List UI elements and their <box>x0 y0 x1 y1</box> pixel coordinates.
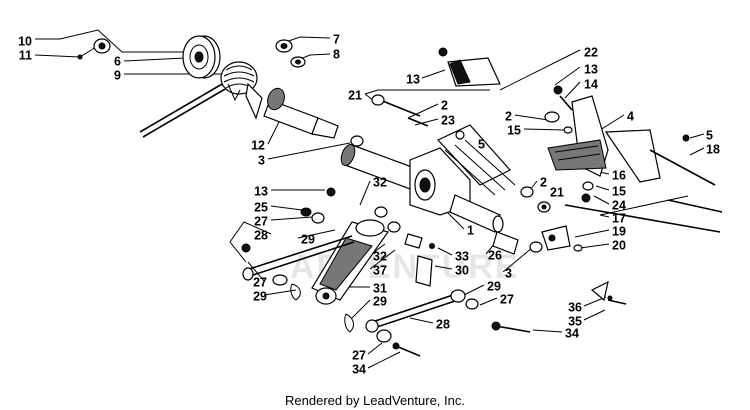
callout-10: 10 <box>18 34 32 48</box>
callout-31: 31 <box>373 281 387 295</box>
callout-29: 29 <box>253 289 267 303</box>
callout-32: 32 <box>373 175 387 189</box>
part-pivot-arm-1 <box>409 124 516 233</box>
callout-34: 34 <box>352 362 366 376</box>
part-spring-9 <box>139 61 263 138</box>
callout-16: 16 <box>612 168 626 182</box>
part-bushing-7 <box>275 39 293 53</box>
callout-1: 1 <box>467 223 474 237</box>
callout-2: 2 <box>441 98 448 112</box>
callout-24: 24 <box>612 198 626 212</box>
callout-32: 32 <box>373 249 387 263</box>
part-washer-15 <box>582 181 594 191</box>
callout-4: 4 <box>627 109 634 123</box>
callout-27: 27 <box>500 292 514 306</box>
part-bracket-36 <box>590 280 627 305</box>
part-pins-29 <box>290 283 354 333</box>
callout-11: 11 <box>19 48 32 62</box>
part-pivot-shafts <box>326 187 435 287</box>
part-bushing-2-21 <box>520 186 551 213</box>
callout-34: 34 <box>565 326 579 340</box>
callout-13: 13 <box>406 72 420 86</box>
callout-13: 13 <box>584 62 598 76</box>
part-shock-31 <box>311 219 389 305</box>
part-pulley-6 <box>182 35 221 79</box>
part-bolt-34 <box>392 321 531 357</box>
callout-14: 14 <box>584 77 598 91</box>
callout-25: 25 <box>254 200 268 214</box>
callout-23: 23 <box>441 113 455 127</box>
callout-5: 5 <box>706 128 713 142</box>
callout-9: 9 <box>114 68 121 82</box>
callout-36: 36 <box>568 300 582 314</box>
part-washer-8 <box>290 56 306 68</box>
callout-22: 22 <box>584 45 598 59</box>
callout-17: 17 <box>612 211 626 225</box>
part-pedal-bracket-4 <box>547 95 716 186</box>
callout-19: 19 <box>612 224 626 238</box>
callout-29: 29 <box>373 294 387 308</box>
part-bolt-14 <box>544 85 573 134</box>
callout-8: 8 <box>333 47 340 61</box>
callout-12: 12 <box>251 138 265 152</box>
part-nut-10 <box>93 38 111 54</box>
part-nut-24 <box>581 193 591 203</box>
callout-7: 7 <box>333 32 340 46</box>
callout-2: 2 <box>540 175 547 189</box>
callout-15: 15 <box>507 123 521 137</box>
callout-35: 35 <box>568 314 582 328</box>
rendered-by-credit: Rendered by LeadVenture, Inc. <box>285 393 465 408</box>
callout-27: 27 <box>352 348 366 362</box>
part-arm-28-upper <box>241 207 355 286</box>
callout-2: 2 <box>505 109 512 123</box>
callout-6: 6 <box>114 54 121 68</box>
callout-26: 26 <box>488 248 502 262</box>
callout-33: 33 <box>455 249 469 263</box>
callout-3: 3 <box>505 266 512 280</box>
callout-5: 5 <box>478 137 485 151</box>
part-rod-21 <box>371 94 465 140</box>
part-arm-28-lower <box>365 289 479 343</box>
callout-28: 28 <box>254 228 268 242</box>
part-bracket-19 <box>541 225 583 252</box>
callout-3: 3 <box>258 153 265 167</box>
callout-29: 29 <box>487 279 501 293</box>
part-spacer-26 <box>492 231 543 255</box>
part-bracket-22 <box>438 47 501 87</box>
callout-30: 30 <box>455 263 469 277</box>
leader-lines <box>34 29 705 369</box>
callout-37: 37 <box>373 263 387 277</box>
part-washer-11 <box>77 54 83 60</box>
callout-15: 15 <box>612 184 626 198</box>
callout-21: 21 <box>550 185 564 199</box>
callout-20: 20 <box>612 238 626 252</box>
part-crossshaft <box>340 135 421 191</box>
callout-27: 27 <box>254 214 268 228</box>
callout-18: 18 <box>706 142 720 156</box>
part-sleeve-12 <box>263 87 339 139</box>
callout-29: 29 <box>301 232 315 246</box>
callout-21: 21 <box>348 88 362 102</box>
callout-13: 13 <box>254 184 268 198</box>
part-rod-17 <box>564 199 723 233</box>
callout-28: 28 <box>436 317 450 331</box>
callout-27: 27 <box>253 275 267 289</box>
